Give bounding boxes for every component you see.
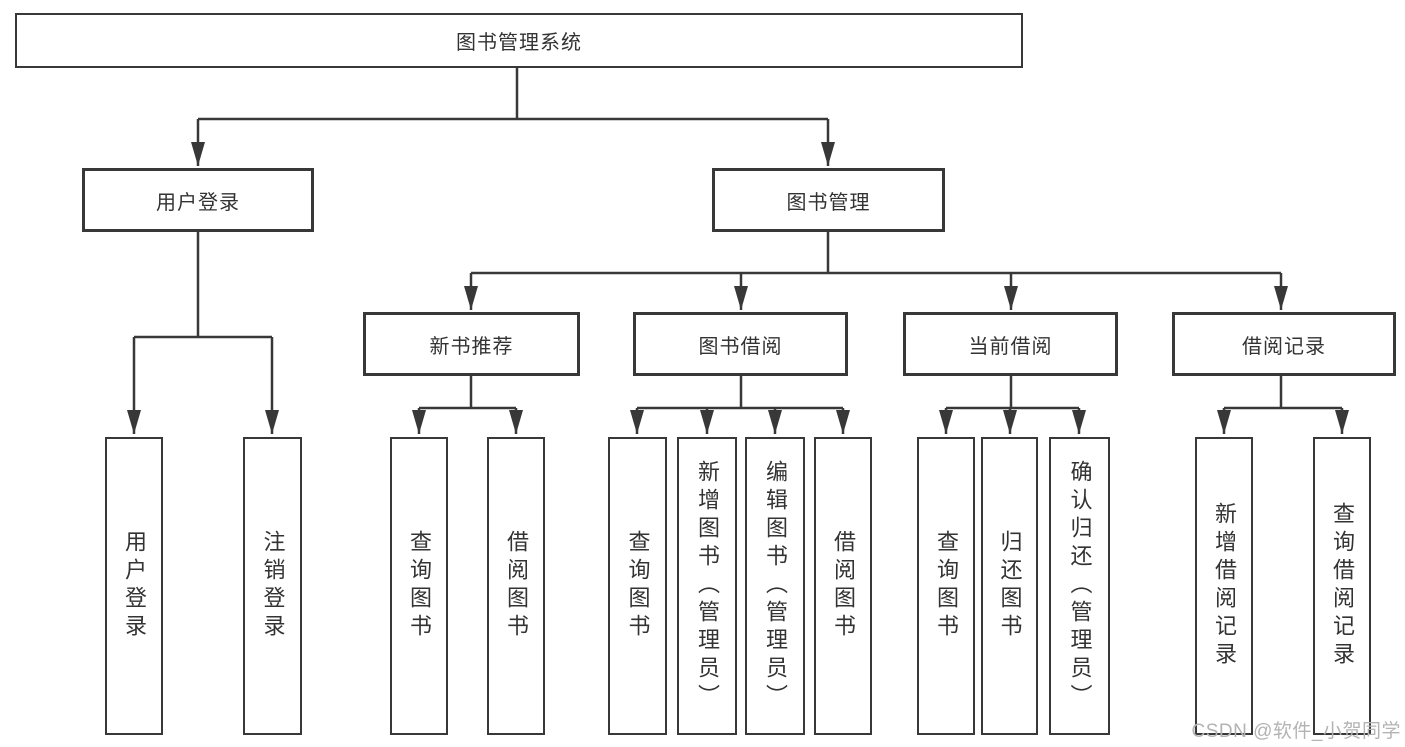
leaf-query-borrow-record: 查询借阅记录 [1313, 437, 1371, 735]
leaf-label: 新增图书（管理员） [695, 460, 720, 712]
node-label: 借阅记录 [1242, 335, 1326, 358]
connector-new-book-split [419, 376, 516, 410]
leaf-borrow-books-recommend: 借阅图书 [487, 437, 545, 735]
leaf-label: 新增借阅记录 [1212, 502, 1237, 670]
leaf-label: 编辑图书（管理员） [763, 460, 788, 712]
node-label: 图书管理 [786, 191, 871, 214]
leaf-label: 查询借阅记录 [1330, 502, 1355, 670]
leaf-label: 归还图书 [997, 530, 1023, 642]
connector-book-management-split [471, 232, 1281, 275]
node-new-book-recommend: 新书推荐 [363, 312, 580, 376]
leaf-borrow-books: 借阅图书 [814, 437, 872, 735]
node-label: 用户登录 [156, 191, 240, 214]
leaf-query-books-borrow: 查询图书 [608, 437, 667, 735]
leaf-logout: 注销登录 [243, 437, 302, 735]
leaf-return-book: 归还图书 [981, 437, 1038, 735]
node-label: 图书管理系统 [456, 32, 582, 54]
leaf-label: 查询图书 [625, 530, 651, 642]
leaf-label: 借阅图书 [831, 530, 856, 642]
leaf-user-login: 用户登录 [105, 437, 163, 735]
node-library-management-system: 图书管理系统 [15, 13, 1023, 68]
leaf-query-books-recommend: 查询图书 [390, 437, 448, 735]
leaf-label: 借阅图书 [504, 530, 529, 642]
watermark: CSDN @软件_小贺同学 [1191, 721, 1401, 742]
connector-borrow-record-split [1224, 376, 1342, 410]
node-borrow-records: 借阅记录 [1172, 312, 1396, 376]
leaf-label: 查询图书 [407, 530, 432, 642]
leaf-confirm-return-admin: 确认归还（管理员） [1049, 437, 1110, 735]
leaf-edit-book-admin: 编辑图书（管理员） [745, 437, 805, 735]
node-label: 当前借阅 [968, 335, 1053, 358]
node-label: 新书推荐 [429, 335, 514, 358]
leaf-add-borrow-record: 新增借阅记录 [1195, 437, 1253, 735]
leaf-query-books-current: 查询图书 [917, 437, 975, 735]
connector-book-borrow-split [637, 376, 843, 410]
node-label: 图书借阅 [698, 335, 783, 358]
leaf-label: 查询图书 [934, 530, 959, 642]
node-current-borrow: 当前借阅 [903, 312, 1118, 376]
connector-user-login-split [134, 232, 272, 339]
leaf-label: 用户登录 [122, 530, 147, 642]
connector-current-borrow-split [946, 376, 1079, 410]
leaf-add-book-admin: 新增图书（管理员） [677, 437, 737, 735]
node-book-borrow: 图书借阅 [633, 312, 848, 376]
leaf-label: 注销登录 [260, 530, 286, 642]
node-user-login: 用户登录 [82, 168, 314, 232]
connector-root-split [198, 68, 828, 121]
node-book-management: 图书管理 [712, 168, 945, 232]
leaf-label: 确认归还（管理员） [1067, 460, 1093, 712]
